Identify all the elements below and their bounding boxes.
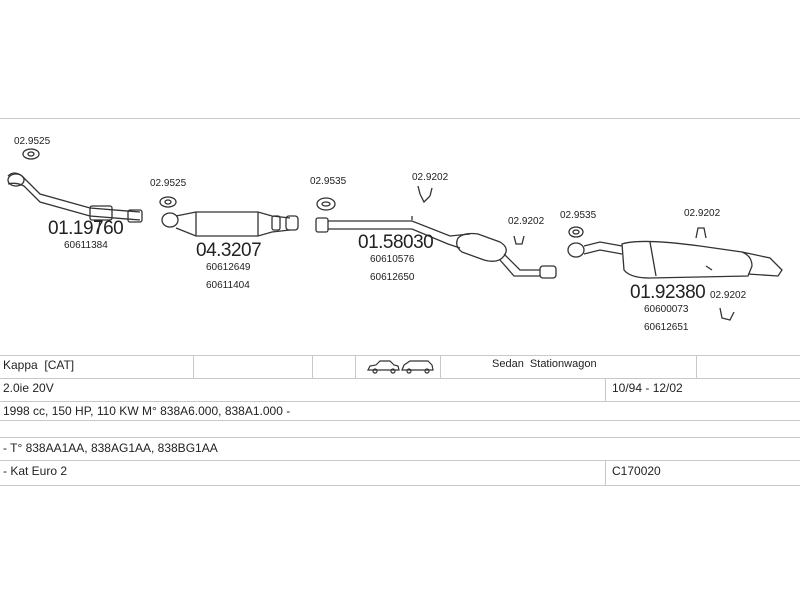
rear-silencer-icon <box>567 240 783 279</box>
hanger-1-label: 02.9202 <box>412 172 449 183</box>
code-cell: C170020 <box>612 464 661 478</box>
front-pipe-icon <box>7 172 143 235</box>
table-col-line <box>696 355 697 378</box>
engine-cell: 2.0ie 20V <box>3 381 54 395</box>
model-cell: Kappa [CAT] <box>3 358 75 372</box>
car-icons <box>367 360 434 374</box>
gasket-4-label: 02.9535 <box>560 210 597 221</box>
gasket-1-icon <box>22 148 40 160</box>
gasket-2-icon <box>159 196 177 208</box>
middle-pipe-ref-1: 60610576 <box>370 254 415 265</box>
hanger-2-label: 02.9202 <box>508 216 545 227</box>
front-pipe-ref: 60611384 <box>64 240 108 251</box>
exhaust-diagram: 02.9525 01.19760 60611384 02.9525 04.320… <box>0 120 800 355</box>
gasket-3-icon <box>316 197 336 211</box>
hanger-3-label: 02.9202 <box>684 208 721 219</box>
table-row-line <box>0 485 800 486</box>
emission-cell: - Kat Euro 2 <box>3 464 68 478</box>
gasket-2-label: 02.9525 <box>150 178 187 189</box>
table-col-line <box>193 355 194 378</box>
body-types-cell: Sedan Stationwagon <box>492 358 597 370</box>
front-pipe-code: 01.19760 <box>48 218 124 239</box>
hanger-1-icon <box>417 185 433 204</box>
types-cell: - T° 838AA1AA, 838AG1AA, 838BG1AA <box>3 441 218 455</box>
rear-silencer-ref-2: 60612651 <box>644 322 689 333</box>
gasket-1-label: 02.9525 <box>14 136 51 147</box>
stationwagon-icon <box>401 360 434 371</box>
middle-pipe-code: 01.58030 <box>358 232 434 253</box>
vehicle-icons <box>366 359 436 380</box>
years-cell: 10/94 - 12/02 <box>612 381 683 395</box>
table-row-line <box>0 378 800 379</box>
catalyst-icon <box>161 211 299 237</box>
table-row-line <box>0 420 800 421</box>
table-col-line <box>605 460 606 485</box>
hanger-3-icon <box>695 227 707 239</box>
top-rule <box>0 118 800 119</box>
middle-pipe-icon <box>315 216 557 279</box>
specs-cell: 1998 cc, 150 HP, 110 KW M° 838A6.000, 83… <box>3 404 291 418</box>
gasket-4-icon <box>568 226 584 238</box>
catalyst-ref-2: 60611404 <box>206 280 250 291</box>
table-row-line <box>0 437 800 438</box>
catalyst-ref-1: 60612649 <box>206 262 251 273</box>
exhaust-drawing <box>7 148 783 321</box>
table-col-line <box>605 378 606 401</box>
table-col-line <box>440 355 441 378</box>
sedan-icon <box>367 360 400 371</box>
table-row-line <box>0 355 800 356</box>
hanger-4-label: 02.9202 <box>710 290 747 301</box>
table-row-line <box>0 401 800 402</box>
hanger-2-icon <box>513 235 525 245</box>
gasket-3-label: 02.9535 <box>310 176 347 187</box>
table-col-line <box>355 355 356 378</box>
rear-silencer-ref-1: 60600073 <box>644 304 689 315</box>
rear-silencer-code: 01.92380 <box>630 282 706 303</box>
table-col-line <box>312 355 313 378</box>
table-row-line <box>0 460 800 461</box>
hanger-4-icon <box>719 307 735 321</box>
catalyst-code: 04.3207 <box>196 240 262 261</box>
middle-pipe-ref-2: 60612650 <box>370 272 415 283</box>
